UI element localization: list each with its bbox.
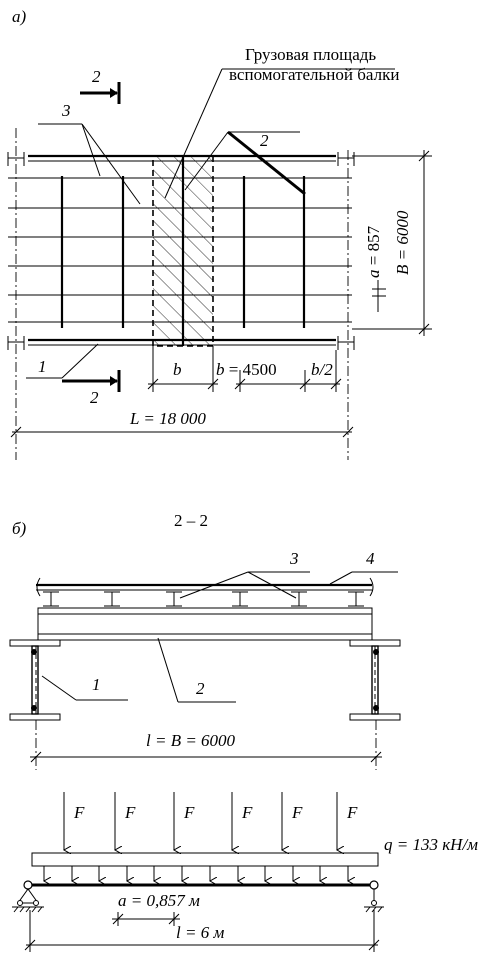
dim-b-4500: b = 4500: [216, 360, 277, 379]
dimension-a-scheme: a = 0,857 м: [112, 891, 200, 926]
svg-text:F: F: [183, 803, 195, 822]
svg-text:b/2: b/2: [311, 360, 333, 379]
callout-line-2: вспомогательной балки: [229, 65, 399, 84]
item-3-callout: 3: [38, 101, 141, 205]
dimension-B: B = 6000: [352, 150, 432, 336]
dim-l-scheme-text: l = 6 м: [176, 923, 224, 942]
dim-L-text: L = 18 000: [129, 409, 206, 428]
item-1-label-b: 1: [92, 675, 101, 694]
svg-text:2: 2: [90, 388, 99, 407]
main-girder-left: [9, 639, 61, 721]
dimension-l-scheme: l = 6 м: [24, 910, 380, 952]
force-F-1: F: [64, 792, 85, 850]
panel-a-label: а): [12, 7, 27, 26]
svg-text:2: 2: [260, 131, 269, 150]
force-F-6: F: [337, 792, 358, 850]
panel-b-label: б): [12, 519, 27, 538]
svg-text:F: F: [291, 803, 303, 822]
section-mark-bottom: 2: [62, 370, 121, 407]
force-F-5: F: [282, 792, 303, 850]
svg-text:3: 3: [61, 101, 71, 120]
deck-plate: [36, 577, 374, 597]
item-4-label-b: 4: [366, 549, 375, 568]
tributary-area: [153, 156, 213, 346]
item-2-label-b: 2: [196, 679, 205, 698]
section-title: 2 – 2: [174, 511, 208, 530]
beam-scheme: [12, 880, 384, 913]
tributary-area-border: [152, 155, 214, 347]
svg-text:1: 1: [38, 357, 47, 376]
distributed-load: q = 133 кН/м: [31, 835, 478, 881]
panel-a: а) Грузовая площадь вспомогательной балк…: [7, 7, 432, 460]
dimension-b-row: b b = 4500 b/2: [147, 346, 342, 392]
svg-text:F: F: [124, 803, 136, 822]
callout-line-1: Грузовая площадь: [245, 45, 376, 64]
svg-text:B = 6000: B = 6000: [393, 210, 412, 275]
svg-text:F: F: [346, 803, 358, 822]
force-F-4: F: [232, 792, 253, 850]
svg-text:2: 2: [92, 67, 101, 86]
force-F-2: F: [115, 792, 136, 850]
item-1-callout: 1: [26, 343, 99, 379]
joist-sections: [43, 591, 364, 607]
panel-b: б) 2 – 2 3 4: [9, 511, 478, 952]
dim-a-text: a = 857: [364, 225, 383, 278]
section-mark-top: 2: [80, 67, 121, 104]
dim-l-text: l = B = 6000: [146, 731, 236, 750]
svg-text:F: F: [73, 803, 85, 822]
svg-text:b: b: [173, 360, 182, 379]
svg-text:F: F: [241, 803, 253, 822]
force-F-3: F: [174, 792, 195, 850]
item-3-label-b: 3: [289, 549, 299, 568]
dimension-a: a = 857: [364, 225, 386, 312]
dim-a-scheme-text: a = 0,857 м: [118, 891, 200, 910]
secondary-beam-elevation: [37, 607, 373, 641]
load-q-text: q = 133 кН/м: [384, 835, 478, 854]
dimension-L: L = 18 000: [10, 409, 354, 438]
main-girder-right: [349, 639, 401, 721]
